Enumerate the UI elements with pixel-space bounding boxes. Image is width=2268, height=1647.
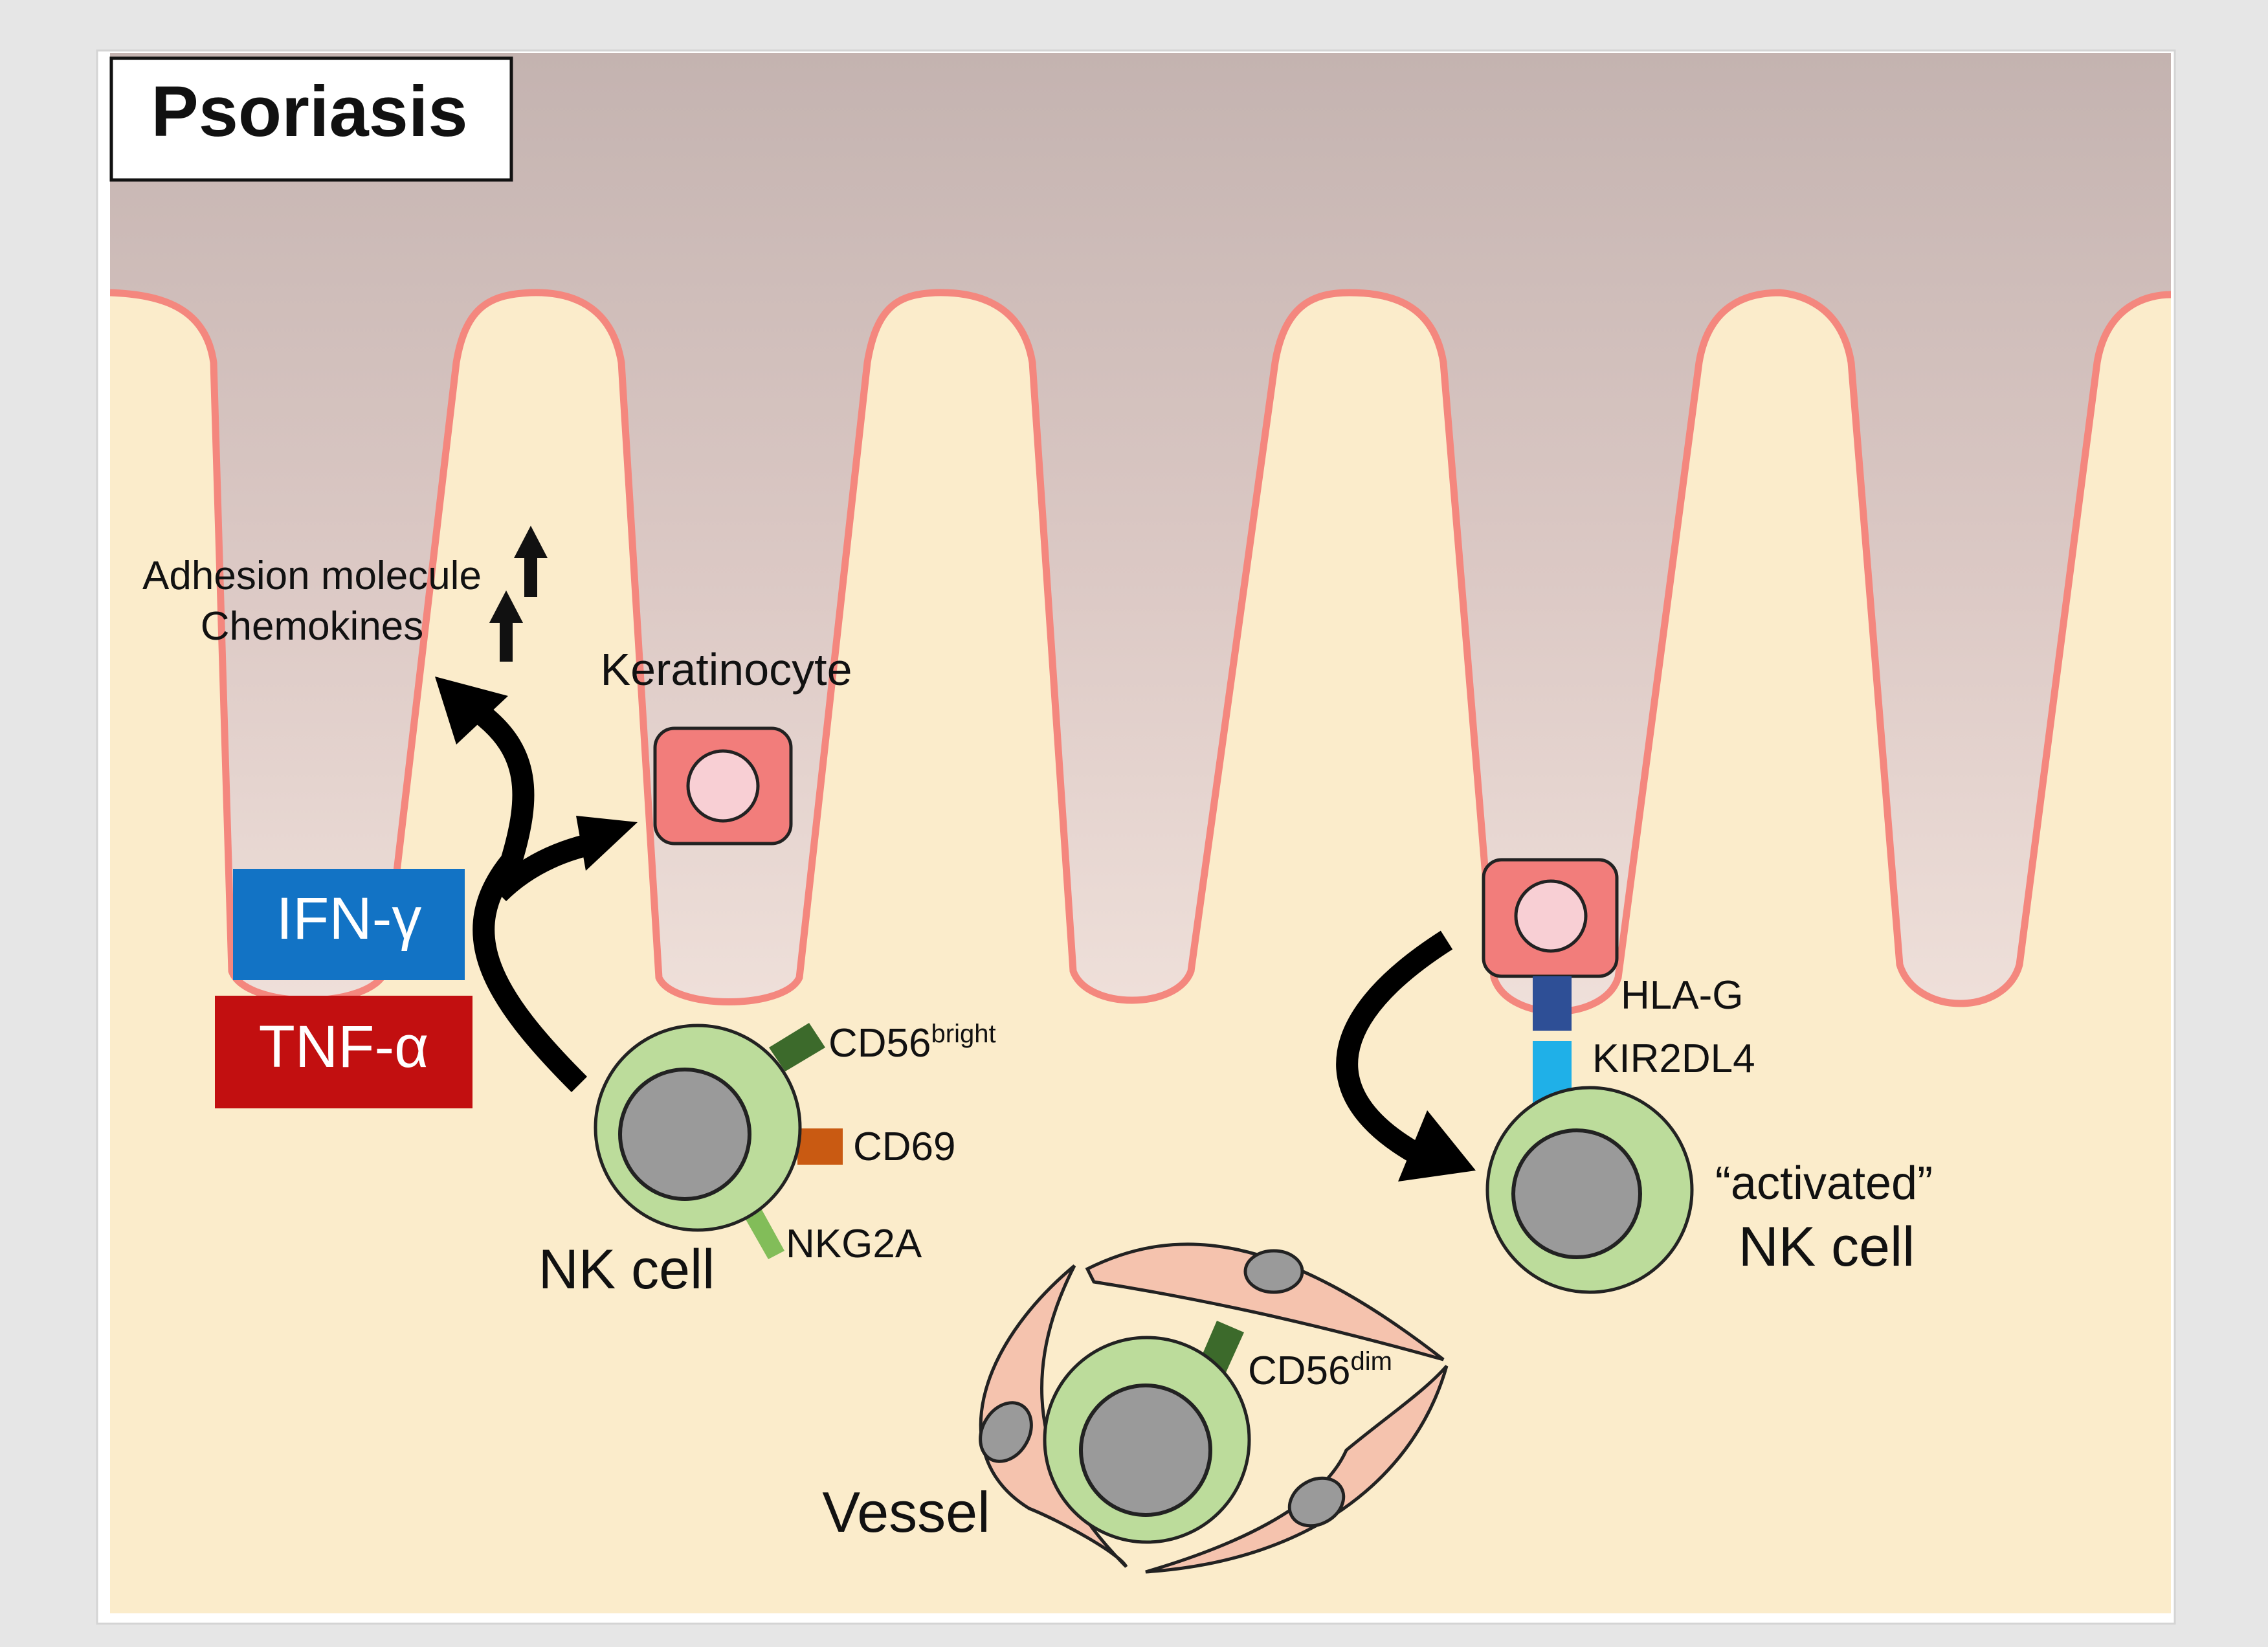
tnf-alpha-label: TNF-α <box>259 1014 429 1080</box>
chemokines-label: Chemokines <box>201 604 424 649</box>
curved-arrow-icon <box>490 816 638 902</box>
keratinocyte-cell <box>653 726 793 846</box>
up-arrow-icon <box>514 526 548 597</box>
endothelial-cell-left <box>979 1264 1128 1568</box>
nk-cell-bright <box>594 1023 843 1259</box>
cd69-receptor <box>797 1128 843 1165</box>
nk-cell-activated <box>1485 1086 1694 1294</box>
endothelial-cell-top <box>1085 1242 1445 1361</box>
vessel-label: Vessel <box>822 1480 990 1544</box>
title-box <box>109 56 513 182</box>
up-arrow-icon <box>489 590 523 662</box>
keratinocyte-cell-right <box>1482 858 1619 978</box>
nkg2a-receptor <box>744 1207 784 1259</box>
cd56-receptor <box>769 1023 825 1071</box>
ifn-gamma-label: IFN-γ <box>276 886 422 952</box>
blood-vessel <box>979 1242 1449 1574</box>
adhesion-molecule-label: Adhesion molecule <box>142 554 482 598</box>
cd69-label: CD69 <box>853 1125 956 1169</box>
endothelial-cell-right <box>1145 1365 1449 1574</box>
epidermis-region <box>110 53 2171 1012</box>
activated-label: “activated” <box>1715 1158 1933 1209</box>
hla-g-molecule <box>1533 976 1572 1031</box>
nk-cell-label: NK cell <box>539 1238 715 1301</box>
keratinocyte-label: Keratinocyte <box>600 644 852 695</box>
page-title: Psoriasis <box>151 72 467 151</box>
tnf-alpha-box <box>215 996 472 1108</box>
activated-nk-cell-label: NK cell <box>1739 1216 1915 1278</box>
cd56-dim-label: CD56dim <box>1248 1347 1392 1393</box>
cd56-bright-label: CD56bright <box>828 1020 996 1066</box>
nkg2a-label: NKG2A <box>786 1222 922 1266</box>
kir2dl4-label: KIR2DL4 <box>1592 1036 1755 1081</box>
hla-g-label: HLA-G <box>1621 973 1743 1018</box>
ifn-gamma-box <box>233 869 465 980</box>
curved-arrow-icon <box>1336 930 1476 1182</box>
curved-arrow-icon <box>435 677 588 1093</box>
epidermis-boundary <box>110 289 2171 1015</box>
nk-cell-dim <box>1043 1321 1251 1544</box>
